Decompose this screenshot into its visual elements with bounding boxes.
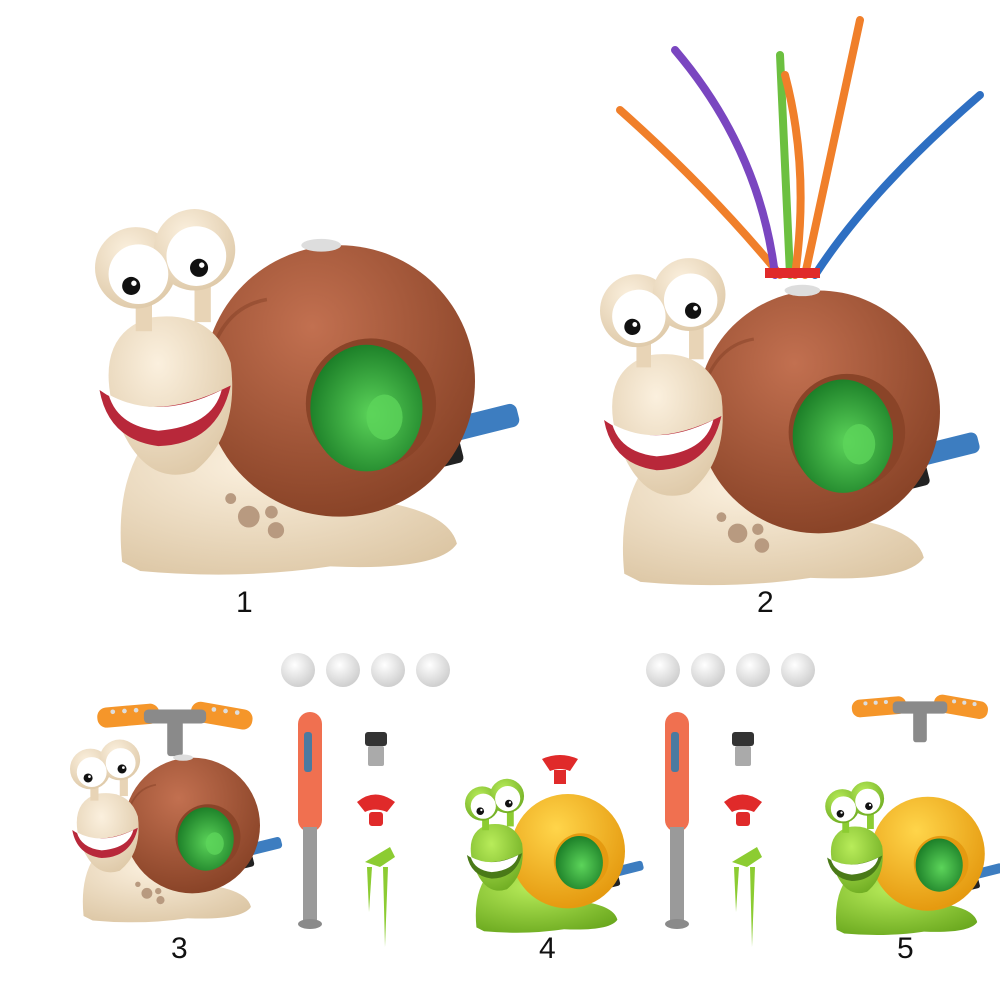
rotating-sprinkler-head-2 [851, 693, 990, 743]
snail-brown-illustration [68, 738, 284, 924]
snail-brown-illustration [30, 200, 540, 580]
accessory-parts-1 [357, 732, 395, 947]
variant-1 [30, 200, 540, 580]
variant-2 [540, 10, 1000, 590]
baseball-bat-1 [298, 712, 322, 929]
balls-set-2 [646, 653, 815, 687]
red-nozzle [542, 755, 578, 784]
variant-label-1: 1 [236, 586, 253, 619]
variant-label-4: 4 [539, 932, 556, 965]
snail-green-illustration [825, 781, 1000, 936]
snail-brown-illustration [598, 256, 983, 587]
variant-label-5: 5 [897, 932, 914, 965]
variant-4 [445, 755, 645, 935]
variant-label-2: 2 [757, 586, 774, 619]
variant-label-3: 3 [171, 932, 188, 965]
balls-set-1 [281, 653, 450, 687]
snail-green-illustration [465, 778, 645, 933]
baseball-bat-2 [665, 712, 689, 929]
variant-5 [810, 775, 1000, 940]
accessory-parts-2 [724, 732, 762, 947]
variant-3 [30, 690, 300, 924]
colored-tubes-illustration [616, 16, 984, 279]
